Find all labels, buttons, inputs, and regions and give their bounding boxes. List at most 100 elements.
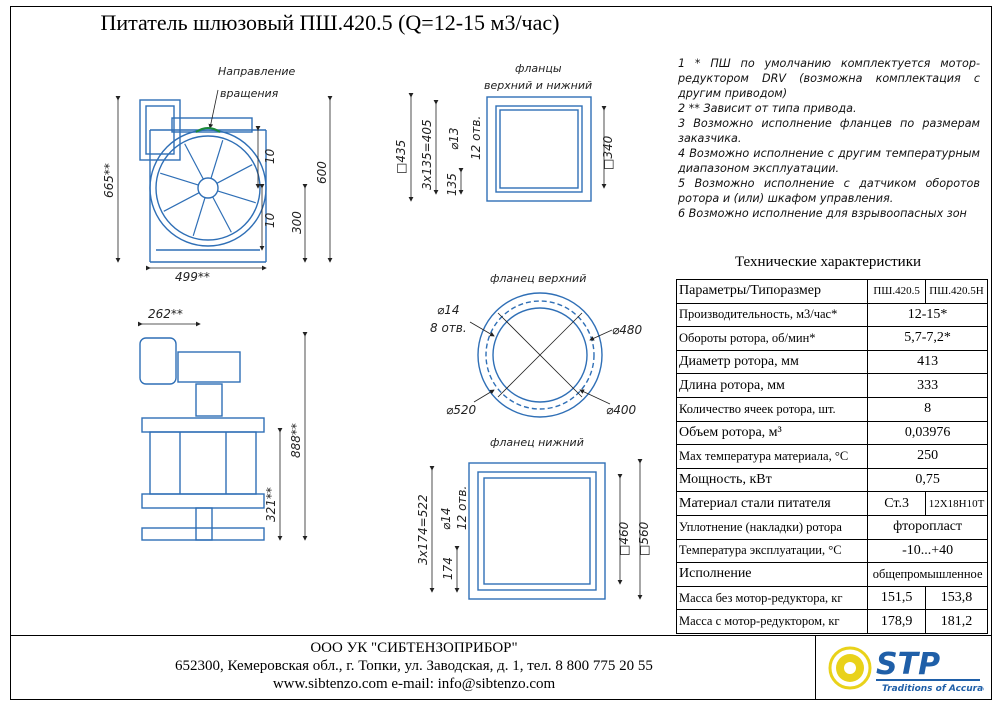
row-value: 0,75 <box>867 467 988 493</box>
row-col1: 151,5 <box>867 585 927 611</box>
row-param: Мощность, кВт <box>675 467 869 493</box>
dim-340: □340 <box>601 135 615 170</box>
round-flange <box>477 292 603 418</box>
dim-400: ⌀400 <box>606 403 636 417</box>
dim-665: 665** <box>102 163 116 198</box>
rotor-housing-circle <box>149 129 267 247</box>
dim-321: 321** <box>264 487 278 522</box>
company-address: 652300, Кемеровская обл., г. Топки, ул. … <box>175 658 653 674</box>
dim-560: □560 <box>637 521 651 556</box>
note-item: 2 ** Зависит от типа привода. <box>678 102 857 115</box>
row-param: Обороты ротора, об/мин* <box>675 326 869 351</box>
header-col1: ПШ.420.5 <box>867 279 927 304</box>
row-param: Исполнение <box>675 562 869 587</box>
row-param: Диаметр ротора, мм <box>675 349 869 375</box>
table-row: Масса с мотор-редуктором, кг 178,9 181,2 <box>675 609 988 634</box>
dim-d13: ⌀13 <box>447 128 461 151</box>
flanges-label-2: верхний и нижний <box>484 79 592 92</box>
row-param: Масса с мотор-редуктором, кг <box>675 609 869 634</box>
spec-table: Параметры/Типоразмер ПШ.420.5 ПШ.420.5Н … <box>675 279 988 634</box>
dim-3x135: 3x135=405 <box>420 119 434 190</box>
note-item: 4 Возможно исполнение с другим температу… <box>678 147 980 175</box>
footer-vertical-divider <box>815 635 816 700</box>
table-row: Производительность, м3/час*12-15* <box>675 302 988 328</box>
company-name: ООО УК "СИБТЕНЗОПРИБОР" <box>310 640 518 656</box>
dim-12otv-b: 12 отв. <box>455 486 469 530</box>
header-param: Параметры/Типоразмер <box>675 279 869 304</box>
rotor-blade <box>217 190 256 204</box>
logo-tagline: Traditions of Accuracy <box>882 684 984 694</box>
dim-262: 262** <box>148 307 183 321</box>
rotor-blades <box>160 140 256 236</box>
dim-499: 499** <box>175 270 210 284</box>
rotation-label-1: Направление <box>218 65 296 78</box>
row-param: Производительность, м3/час* <box>675 302 869 328</box>
dim-888: 888** <box>289 423 303 458</box>
row-value: 250 <box>867 444 988 469</box>
row-param: Температура эксплуатации, °С <box>675 538 869 564</box>
dim-d14-b: ⌀14 <box>439 508 453 531</box>
square-flange-bottom <box>468 462 606 600</box>
row-value: 333 <box>867 373 988 398</box>
dim-460: □460 <box>617 521 631 556</box>
note-item: 1 * ПШ по умолчанию комплектуется мотор-… <box>678 57 980 100</box>
dim-8otv: 8 отв. <box>430 321 467 335</box>
rotation-label-2: вращения <box>220 87 279 100</box>
row-col1: 178,9 <box>867 609 927 634</box>
row-param: Объем ротора, м³ <box>675 420 869 446</box>
dim-300: 300 <box>290 211 304 234</box>
row-value: 0,03976 <box>867 420 988 446</box>
table-row: Обороты ротора, об/мин*5,7-7,2* <box>675 326 988 351</box>
table-row: Количество ячеек ротора, шт.8 <box>675 396 988 422</box>
dim-10a: 10 <box>263 148 277 164</box>
stp-logo: STP Traditions of Accuracy <box>828 646 984 694</box>
row-col2: 181,2 <box>925 609 988 634</box>
note-item: 6 Возможно исполнение для взрывоопасных … <box>678 207 967 220</box>
side-view <box>139 337 265 541</box>
note-item: 5 Возможно исполнение с датчиком оборото… <box>678 177 980 205</box>
table-row: Температура эксплуатации, °С-10...+40 <box>675 538 988 564</box>
row-param: Количество ячеек ротора, шт. <box>675 396 869 422</box>
row-value: 5,7-7,2* <box>867 326 988 351</box>
dim-135: 135 <box>445 173 459 196</box>
header-col2: ПШ.420.5Н <box>925 279 988 304</box>
dim-d14-a: ⌀14 <box>437 303 460 317</box>
dim-3x174: 3x174=522 <box>416 494 430 565</box>
front-view <box>139 99 267 263</box>
rotor-blade <box>184 143 204 180</box>
row-col1: Ст.3 <box>867 491 927 516</box>
rotor-blade <box>212 196 232 233</box>
flanges-label-1: фланцы <box>515 62 562 75</box>
dim-435: □435 <box>394 140 408 174</box>
row-param: Max температура материала, °С <box>675 444 869 469</box>
company-web: www.sibtenzo.com e-mail: info@sibtenzo.c… <box>272 676 556 692</box>
drawing-frame <box>10 6 992 700</box>
dim-174: 174 <box>441 557 455 580</box>
motor-side <box>139 337 177 385</box>
row-col2: 12Х18Н10Т <box>925 491 988 516</box>
notes-list: 1 * ПШ по умолчанию комплектуется мотор-… <box>678 56 980 221</box>
row-value: 12-15* <box>867 302 988 328</box>
footer-divider <box>10 635 992 636</box>
row-value: -10...+40 <box>867 538 988 564</box>
row-param: Материал стали питателя <box>675 491 869 516</box>
table-row: Масса без мотор-редуктора, кг 151,5 153,… <box>675 585 988 611</box>
square-flange-top <box>486 96 592 202</box>
row-param: Длина ротора, мм <box>675 373 869 398</box>
dim-600: 600 <box>315 161 329 184</box>
rotor-blade <box>192 197 206 236</box>
dim-12otv-a: 12 отв. <box>469 116 483 160</box>
dim-480: ⌀480 <box>612 323 642 337</box>
row-value: 8 <box>867 396 988 422</box>
table-header-row: Параметры/Типоразмер ПШ.420.5 ПШ.420.5Н <box>675 279 988 304</box>
table-row: Материал стали питателя Ст.3 12Х18Н10Т <box>675 491 988 516</box>
bottom-flange-label: фланец нижний <box>490 436 584 449</box>
top-flange-label: фланец верхний <box>490 272 586 285</box>
